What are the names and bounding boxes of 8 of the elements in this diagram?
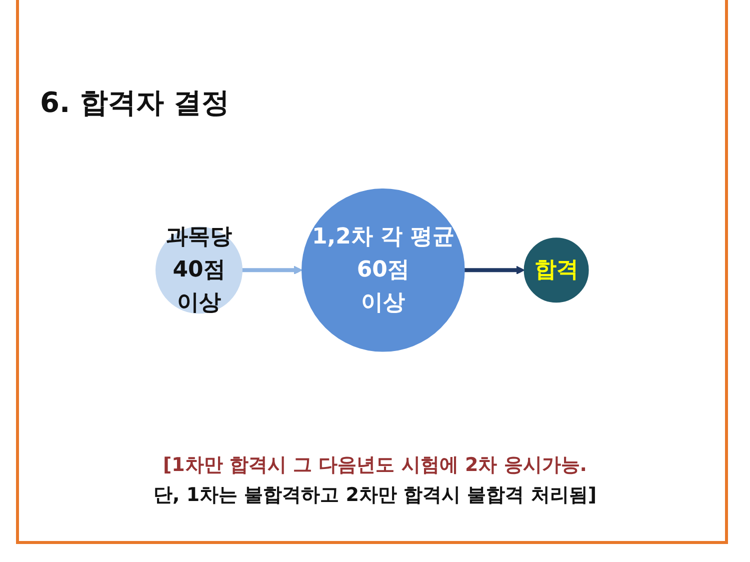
arrow (464, 266, 526, 274)
arrow (242, 266, 303, 274)
node-circle: 1,2차 각 평균 60점 이상 (302, 188, 466, 352)
title: 6. 합격자 결정 (40, 85, 230, 121)
node-circle: 과목당 40점 이상 (156, 226, 243, 314)
node-circle: 합격 (524, 238, 590, 302)
note-text: [1차만 합격시 그 다음년도 시험에 2차 응시가능. (162, 453, 588, 478)
note-text: 단, 1차는 불합격하고 2차만 합격시 불합격 처리됨] (152, 483, 598, 508)
